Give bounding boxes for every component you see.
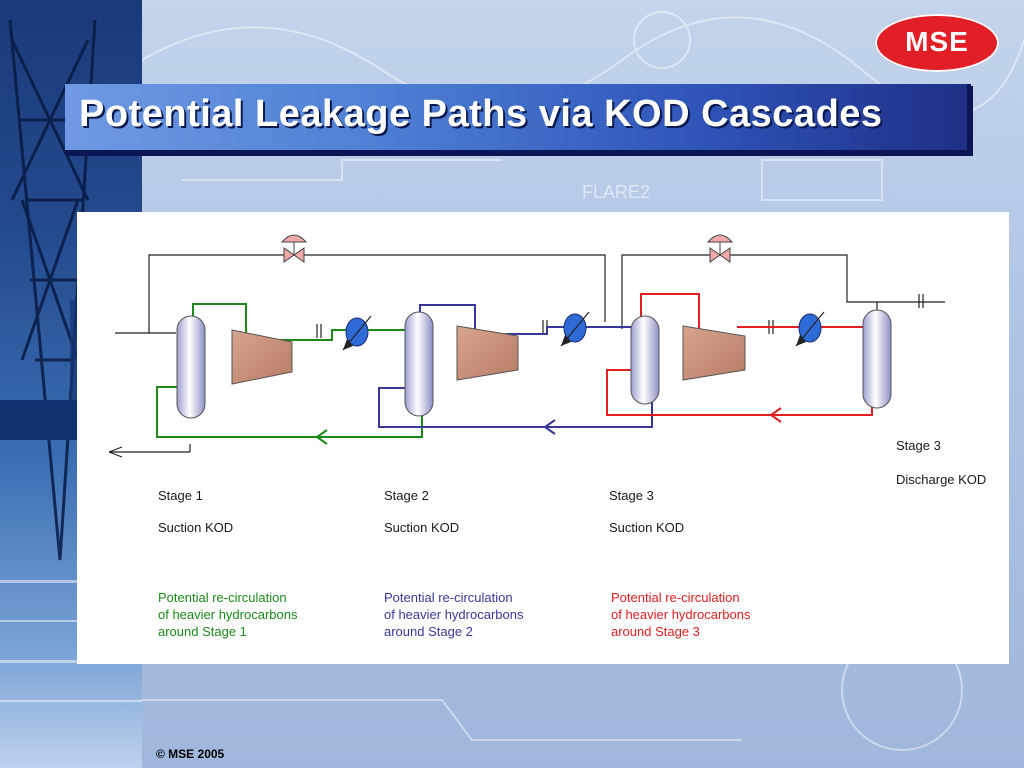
stage-1-suction-kod-vessel (176, 315, 206, 419)
note-line: Potential re-circulation (611, 590, 740, 605)
process-flow-diagram (108, 234, 945, 458)
slide-title: Potential Leakage Paths via KOD Cascades (79, 93, 883, 135)
stage-3-label: Stage 3 (609, 488, 654, 503)
stage-2-recirculation-note: Potential re-circulation of heavier hydr… (384, 589, 523, 640)
logo-text: MSE (905, 26, 969, 57)
stage-3-discharge-kod-vessel (862, 309, 892, 409)
stage-3-suction-kod-vessel (630, 315, 660, 405)
process-lines (108, 254, 945, 458)
compressor-stage-2 (456, 325, 519, 381)
copyright-footer: © MSE 2005 (156, 747, 225, 761)
control-valve-2 (706, 234, 734, 263)
note-line: around Stage 2 (384, 624, 473, 639)
mse-logo: MSE (875, 14, 999, 72)
note-line: Potential re-circulation (384, 590, 513, 605)
cooler-stage-2 (560, 311, 590, 347)
note-line: of heavier hydrocarbons (611, 607, 751, 622)
note-line: of heavier hydrocarbons (384, 607, 524, 622)
stage-2-suction-kod-vessel (404, 311, 434, 417)
stage-3-kod-label: Suction KOD (609, 520, 685, 535)
stage-1-recirculation-note: Potential re-circulation of heavier hydr… (158, 589, 297, 640)
cooler-stage-3 (795, 311, 825, 347)
watermark-text: FLARE2 (582, 182, 650, 202)
stage-1-label: Stage 1 (158, 488, 203, 503)
compressor-stage-3 (682, 325, 746, 381)
note-line: around Stage 1 (158, 624, 247, 639)
cooler-stage-1 (342, 315, 372, 351)
note-line: Potential re-circulation (158, 590, 287, 605)
stage-1-kod-label: Suction KOD (158, 520, 234, 535)
note-line: of heavier hydrocarbons (158, 607, 298, 622)
stage-2-label: Stage 2 (384, 488, 429, 503)
control-valve-1 (280, 234, 308, 263)
discharge-kod-label: Discharge KOD (896, 472, 987, 487)
discharge-stage-label: Stage 3 (896, 438, 941, 453)
process-diagram-panel: Stage 1 Suction KOD Stage 2 Suction KOD … (77, 212, 1009, 664)
stage-3-recirculation-note: Potential re-circulation of heavier hydr… (611, 589, 750, 640)
title-banner: Potential Leakage Paths via KOD Cascades (65, 84, 971, 154)
compressor-stage-1 (231, 329, 293, 385)
note-line: around Stage 3 (611, 624, 700, 639)
stage-2-kod-label: Suction KOD (384, 520, 460, 535)
